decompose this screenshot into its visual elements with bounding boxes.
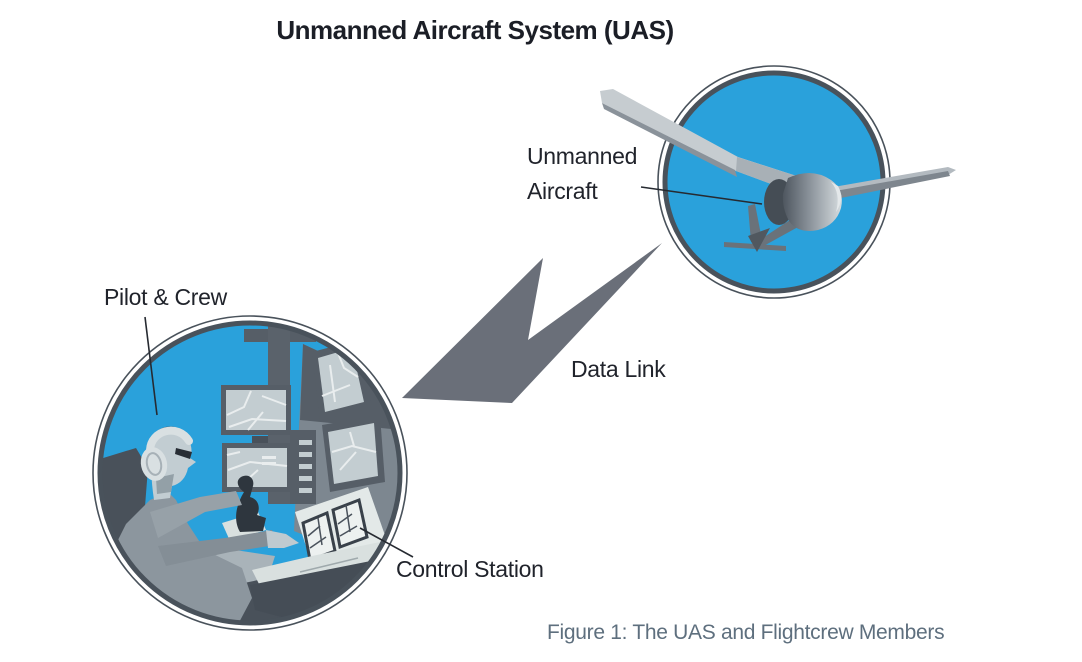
data-link-bolt-icon (402, 243, 662, 403)
console-screen-lines (307, 517, 327, 549)
diagram-title: Unmanned Aircraft System (UAS) (276, 15, 674, 45)
joystick (236, 475, 266, 532)
leader-line-control-station (359, 527, 414, 558)
console-screen-lines (337, 504, 358, 537)
map-screen-lines (226, 390, 287, 431)
map-screen-lines (321, 352, 359, 403)
headphones-band (146, 426, 193, 454)
leader-lines (144, 186, 763, 558)
pilot-crew-label: Pilot & Crew (104, 284, 227, 310)
leader-line-unmanned-aircraft (640, 186, 763, 205)
unmanned-aircraft-label-line1: Unmanned (527, 143, 638, 169)
data-link-label: Data Link (571, 356, 666, 382)
leader-line-pilot-crew (144, 316, 158, 416)
rack-indicator-bars (299, 440, 312, 493)
unmanned-aircraft-label: Unmanned Aircraft (527, 139, 637, 209)
control-station-node (92, 315, 408, 631)
map-screen-lines (331, 431, 377, 471)
figure-caption: Figure 1: The UAS and Flightcrew Members (547, 621, 945, 644)
control-station-label: Control Station (396, 556, 544, 582)
unmanned-aircraft-label-line2: Aircraft (527, 178, 598, 204)
drone-illustration (600, 89, 956, 252)
unmanned-aircraft-node (600, 65, 956, 299)
